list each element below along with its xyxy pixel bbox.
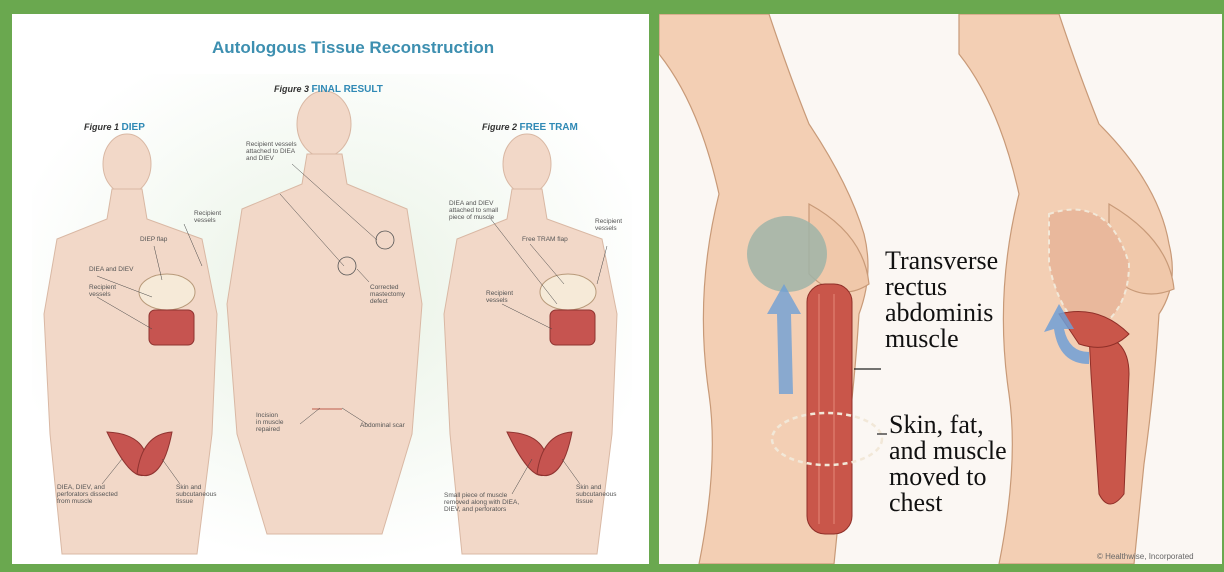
label-recipient-attached: Recipient vessels attached to DIEA and D… [246,141,297,162]
label-diep-flap: DIEP flap [140,236,167,243]
label-abdominal-scar: Abdominal scar [360,422,405,429]
left-muscle [807,284,852,534]
label-corrected-defect: Corrected mastectomy defect [370,284,405,305]
gray-target-area [747,216,827,292]
label-diea-attached-muscle: DIEA and DIEV attached to small piece of… [449,200,498,221]
figure3-name: FINAL RESULT [312,84,383,95]
copyright-notice: © Healthwise, Incorporated [1097,552,1194,561]
label-recipient-vessels-3: Recipient vessels [595,218,622,232]
figure2-number: Figure 2 [482,122,517,132]
figure2-name: FREE TRAM [520,122,578,133]
label-skin-subq-2: Skin and subcutaneous tissue [576,484,616,505]
label-incision: Incision in muscle repaired [256,412,283,433]
figure1-caption: Figure 1 DIEP [84,122,145,133]
label-diea-dissected: DIEA, DIEV, and perforators dissected fr… [57,484,118,505]
figure1-name: DIEP [122,122,145,133]
label-transverse-rectus-muscle: Transverse rectus abdominis muscle [885,248,998,352]
label-recipient-vessels-1: Recipient vessels [194,210,221,224]
label-free-tram-flap: Free TRAM flap [522,236,568,243]
label-recipient-vessels-2: Recipient vessels [89,284,116,298]
label-skin-fat-muscle: Skin, fat, and muscle moved to chest [889,412,1007,516]
label-diea-diev-1: DIEA and DIEV [89,266,133,273]
figure3-number: Figure 3 [274,84,309,94]
figure2-caption: Figure 2 FREE TRAM [482,122,578,133]
tram-flap-illustration-panel: Transverse rectus abdominis muscle Skin,… [659,14,1222,564]
figure1-number: Figure 1 [84,122,119,132]
label-small-piece-muscle: Small piece of muscle removed along with… [444,492,519,513]
autologous-diagram-panel: Autologous Tissue Reconstruction Figure … [12,14,649,564]
diagram-title: Autologous Tissue Reconstruction [212,38,494,58]
label-skin-subq-1: Skin and subcutaneous tissue [176,484,216,505]
figure3-caption: Figure 3 FINAL RESULT [274,84,383,95]
label-recipient-vessels-4: Recipient vessels [486,290,513,304]
